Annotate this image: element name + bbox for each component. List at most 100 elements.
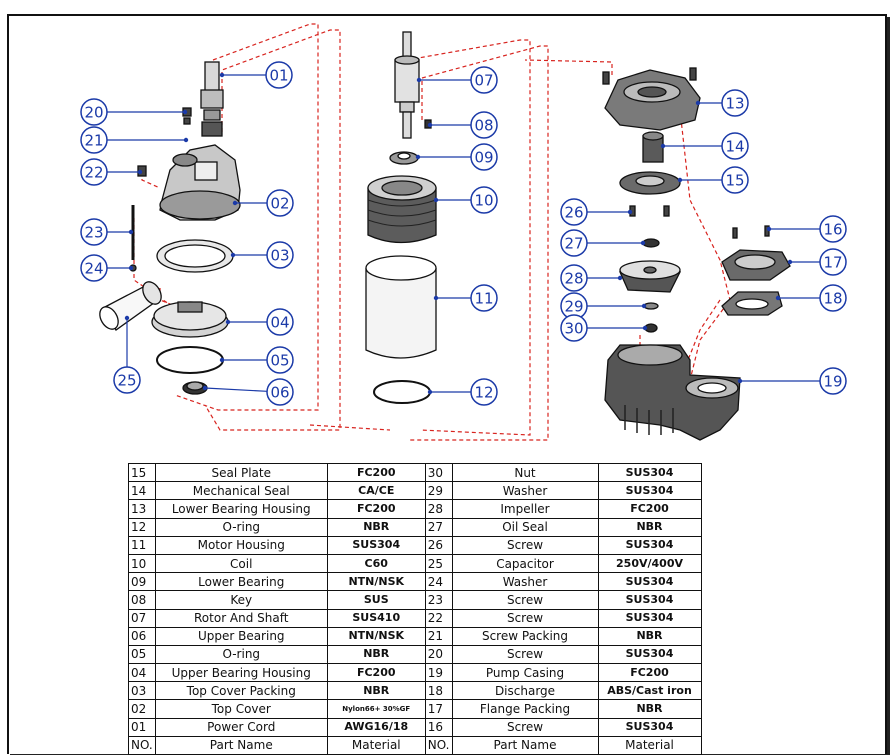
part-number-cell: 11: [128, 535, 156, 555]
callout-number: 16: [823, 221, 842, 239]
callout-number: 01: [269, 67, 288, 85]
part-number-cell: 12: [128, 517, 156, 537]
callout-10: 10: [470, 186, 498, 214]
leader-dot-06: [202, 385, 208, 391]
leader-dot-01: [219, 72, 225, 78]
leader-dot-27: [640, 240, 646, 246]
part-02-top-cover: [159, 144, 241, 221]
part-number-cell: 27: [424, 517, 453, 537]
callout-number: 17: [823, 254, 842, 272]
part-name-cell: O-ring: [154, 644, 328, 665]
part-name-cell: Capacitor: [451, 553, 599, 574]
callout-number: 27: [564, 235, 583, 253]
leader-dot-25: [124, 315, 130, 321]
part-19-pump-casing: [604, 344, 741, 441]
callout-number: 18: [823, 290, 842, 308]
callout-circle-18: [819, 284, 847, 312]
leader-dot-26: [627, 209, 633, 215]
part-number-cell: 08: [128, 590, 156, 610]
callout-circle-12: [470, 378, 498, 406]
material-cell: AWG16/18: [326, 717, 426, 737]
part-number-cell: 04: [128, 663, 156, 683]
callout-number: 19: [823, 373, 842, 391]
header-no: NO.: [128, 735, 156, 755]
callout-24: 24: [80, 254, 108, 282]
callout-number: 21: [84, 132, 103, 150]
part-06-upper-bearing: [182, 381, 208, 395]
part-number-cell: 09: [128, 572, 156, 592]
part-name-cell: Screw: [451, 608, 599, 628]
material-cell: FC200: [326, 499, 426, 519]
callout-02: 02: [266, 189, 294, 217]
material-cell: NBR: [597, 626, 702, 646]
callout-number: 08: [474, 117, 493, 135]
part-number-cell: 05: [128, 644, 156, 665]
callout-circle-27: [560, 229, 588, 257]
part-15-seal-plate: [619, 171, 681, 195]
material-cell: SUS304: [597, 608, 702, 628]
callout-number: 28: [564, 270, 583, 288]
callout-circle-21: [80, 126, 108, 154]
part-name-cell: Screw: [451, 535, 599, 555]
part-28-impeller: [618, 260, 682, 293]
material-cell: NBR: [326, 681, 426, 701]
part-17-flange: [721, 249, 791, 281]
header-material: Material: [326, 735, 426, 755]
leader-dot-14: [660, 143, 666, 149]
part-name-cell: Mechanical Seal: [154, 481, 328, 501]
leader-dot-21: [183, 137, 189, 143]
part-number-cell: 14: [128, 481, 156, 501]
part-07-rotor-and-shaft: [394, 31, 420, 139]
callout-20: 20: [80, 98, 108, 126]
callout-circle-06: [266, 378, 294, 406]
part-18-flange-packing: [721, 291, 783, 316]
leader-dot-22: [137, 169, 143, 175]
material-cell: C60: [326, 553, 426, 574]
callout-number: 10: [474, 192, 493, 210]
part-name-cell: Lower Bearing Housing: [154, 499, 328, 519]
right-stack-parts: [602, 67, 791, 441]
callout-leaders: [107, 72, 820, 395]
callout-circle-28: [560, 264, 588, 292]
material-cell: FC200: [326, 462, 426, 483]
callout-number: 30: [564, 320, 583, 338]
callout-06: 06: [266, 378, 294, 406]
callout-number: 12: [474, 384, 493, 402]
part-number-cell: 13: [128, 499, 156, 519]
header-no: NO.: [424, 735, 453, 755]
material-cell: 250V/400V: [597, 553, 702, 574]
callout-25: 25: [113, 366, 141, 394]
leader-dot-17: [787, 259, 793, 265]
leader-dot-29: [641, 303, 647, 309]
callout-number: 26: [564, 204, 583, 222]
callout-21: 21: [80, 126, 108, 154]
callout-30: 30: [560, 314, 588, 342]
part-name-cell: Seal Plate: [154, 462, 328, 483]
part-03-top-cover-packing: [156, 239, 234, 273]
callout-number: 15: [725, 172, 744, 190]
callout-number: 03: [270, 247, 289, 265]
material-cell: NBR: [326, 644, 426, 665]
material-cell: FC200: [326, 663, 426, 683]
material-cell: SUS304: [597, 572, 702, 592]
callout-number: 29: [564, 298, 583, 316]
part-number-cell: 10: [128, 553, 156, 574]
part-13-lower-bearing-housing: [602, 67, 701, 131]
material-cell: SUS410: [326, 608, 426, 628]
material-cell: NTN/NSK: [326, 626, 426, 646]
callout-number: 22: [84, 164, 103, 182]
part-number-cell: 24: [424, 572, 453, 592]
callout-number: 09: [474, 149, 493, 167]
part-name-cell: Screw: [451, 644, 599, 665]
center-stack-parts: [365, 31, 437, 404]
